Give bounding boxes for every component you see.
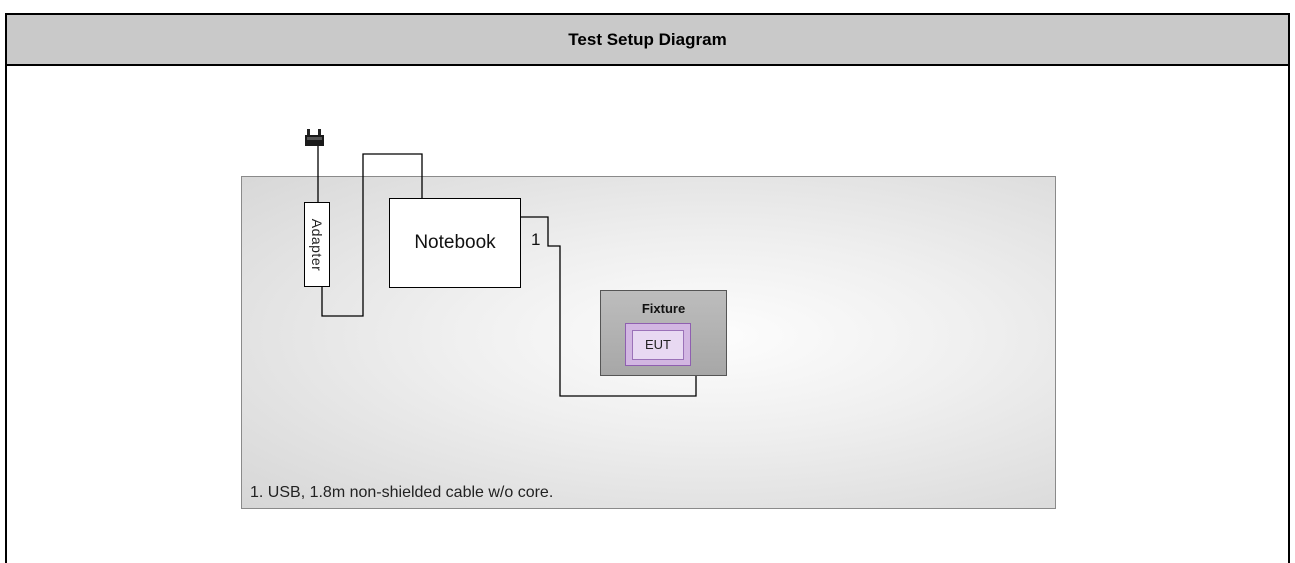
power-plug-icon bbox=[305, 129, 324, 146]
notebook-box: Notebook bbox=[389, 198, 521, 288]
dc-cable bbox=[321, 153, 423, 317]
eut-inner: EUT bbox=[632, 329, 684, 360]
diagram-title: Test Setup Diagram bbox=[568, 29, 727, 49]
eut-label: EUT bbox=[645, 337, 671, 352]
title-bar: Test Setup Diagram bbox=[7, 15, 1288, 66]
eut-box: EUT bbox=[625, 323, 691, 366]
cable-number-label: 1 bbox=[531, 230, 541, 249]
cable-note: 1. USB, 1.8m non-shielded cable w/o core… bbox=[250, 484, 554, 501]
diagram-frame: Test Setup Diagram bbox=[5, 13, 1290, 563]
notebook-label: Notebook bbox=[414, 232, 496, 253]
fixture-label: Fixture bbox=[641, 301, 686, 316]
usb-cable bbox=[521, 216, 697, 397]
adapter-label: Adapter bbox=[309, 218, 325, 271]
adapter-box: Adapter bbox=[304, 202, 330, 287]
